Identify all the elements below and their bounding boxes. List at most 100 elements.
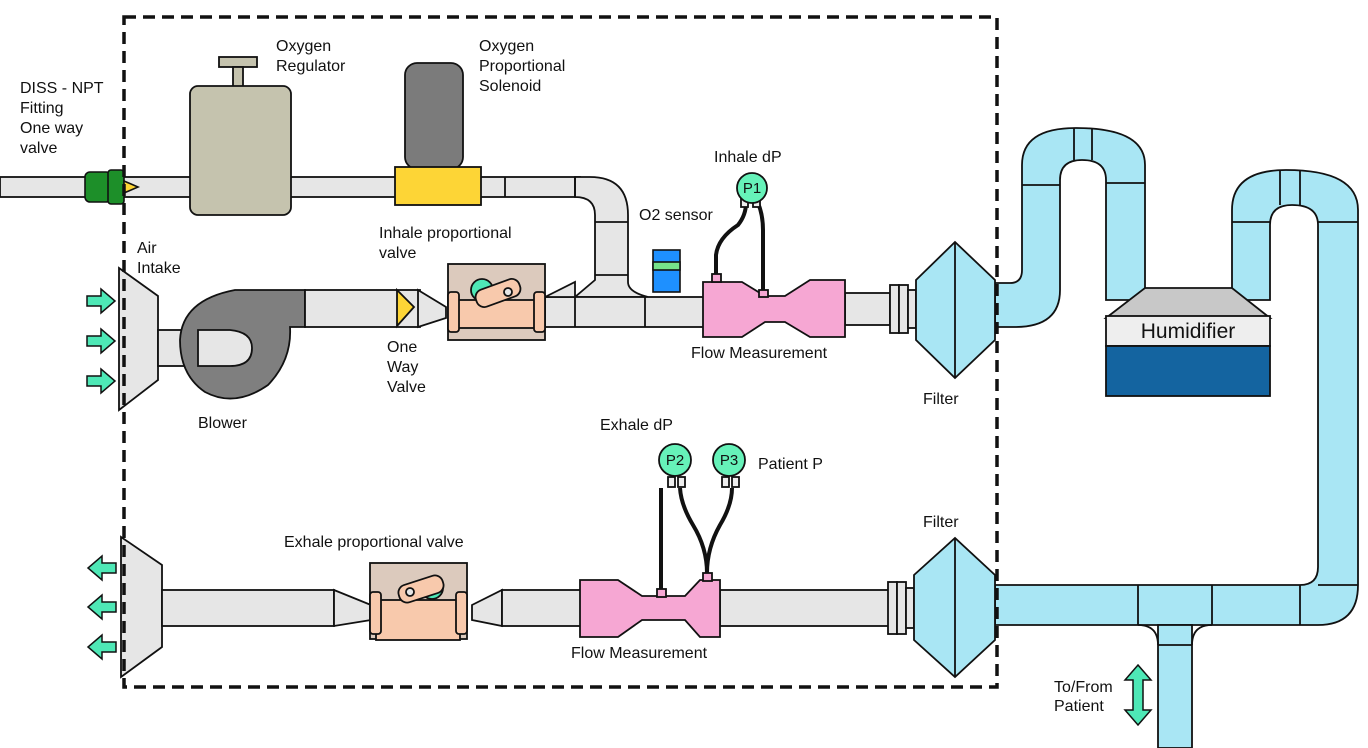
- valve-seat: [375, 599, 461, 641]
- filter-flange: [896, 581, 907, 635]
- oxygen-bend: [572, 176, 649, 298]
- pressure-tap: [702, 572, 713, 582]
- exhale-pipe-reducer: [471, 588, 503, 628]
- pressure-tap: [711, 273, 722, 283]
- gauge-p1-label: P1: [743, 180, 761, 197]
- gauge-p3-label: P3: [720, 452, 738, 469]
- valve-seat-post: [533, 291, 546, 333]
- one-way-valve-label: One Way Valve: [387, 339, 426, 396]
- intake-arrow-icon: [86, 287, 117, 315]
- inhale-line: [118, 266, 917, 412]
- filter-inhale-label: Filter: [923, 391, 959, 408]
- oxygen-regulator-label: Oxygen Regulator: [276, 38, 346, 75]
- gauge-p2: [658, 443, 692, 477]
- sense-tube: [705, 487, 734, 574]
- inhale-pipe-reducer: [417, 288, 447, 329]
- valve-pin: [405, 587, 415, 597]
- bidirectional-arrow-icon: [1123, 663, 1153, 727]
- exhale-pipe-reducer: [333, 588, 372, 628]
- diss-fitting: [84, 169, 141, 205]
- valve-seat-post: [369, 591, 382, 635]
- o2-sensor-body: [652, 249, 681, 293]
- filter-flange-neck: [907, 289, 917, 329]
- inhale-pipe-c: [844, 292, 891, 326]
- exhaust-arrow-icon: [86, 593, 117, 621]
- patient-circuit: [994, 127, 1359, 748]
- pressure-tap: [758, 289, 769, 298]
- one-way-valve-icon: [396, 287, 416, 329]
- valve-seat-post: [447, 291, 460, 333]
- sense-tube: [678, 487, 709, 574]
- valve-disc: [474, 278, 522, 308]
- exhale-line: [120, 535, 915, 679]
- exhaust-funnel: [120, 535, 163, 679]
- fitting-body: [107, 169, 125, 205]
- exhale-flow-meter: [579, 443, 746, 638]
- patient-tube-return: [994, 169, 1359, 626]
- gauge-port: [677, 476, 686, 488]
- filter-flange-neck: [905, 587, 915, 629]
- patient-tube-inhale-bend: [994, 127, 1146, 328]
- patient-tee-branch: [1157, 624, 1193, 748]
- gauge-p3: [712, 443, 746, 477]
- to-from-patient-label: To/From Patient: [1054, 679, 1117, 715]
- flow-measurement-exhale-label: Flow Measurement: [571, 645, 708, 662]
- flow-measurement-inhale-label: Flow Measurement: [691, 345, 828, 362]
- gauge-port: [667, 476, 676, 488]
- filter-exhale-label: Filter: [923, 514, 959, 531]
- valve-seat-post: [455, 591, 468, 635]
- regulator-body: [189, 85, 292, 216]
- inhale-prop-valve-label: Inhale proportional valve: [379, 225, 516, 262]
- oxygen-solenoid-label: Oxygen Proportional Solenoid: [479, 38, 570, 95]
- humidifier: Humidifier: [1103, 287, 1273, 397]
- exhale-prop-valve-label: Exhale proportional valve: [284, 534, 464, 551]
- exhale-dp-label: Exhale dP: [600, 417, 673, 434]
- humidifier-label: Humidifier: [1141, 320, 1236, 343]
- gauge-p1: [736, 172, 768, 204]
- flow-meter-venturi: [579, 579, 721, 638]
- regulator-knob: [218, 56, 258, 68]
- o2-sensor-label: O2 sensor: [639, 207, 713, 224]
- gauge-port: [721, 476, 730, 488]
- labels: DISS - NPT Fitting One way valve Oxygen …: [20, 38, 1117, 715]
- valve-pin: [503, 287, 513, 297]
- regulator-stem: [232, 66, 244, 88]
- inhale-proportional-valve: [447, 263, 546, 341]
- ventilator-enclosure: [122, 15, 999, 689]
- flow-meter-venturi: [702, 279, 846, 338]
- intake-arrows: [86, 287, 117, 395]
- intake-arrow-icon: [86, 327, 117, 355]
- exhale-filter: [913, 536, 996, 679]
- humidifier-water: [1105, 345, 1271, 397]
- filter-flange: [889, 284, 900, 334]
- sense-tube: [714, 202, 748, 274]
- solenoid-valve-body: [394, 166, 482, 206]
- intake-arrow-icon: [86, 367, 117, 395]
- exhaust-arrows: [86, 554, 117, 661]
- filter-flange: [898, 284, 909, 334]
- blower-inner: [197, 329, 253, 367]
- gauge-port: [731, 476, 740, 488]
- o2-sensor: [652, 249, 681, 293]
- exhale-pipe-b: [501, 589, 583, 627]
- inhale-filter: [915, 240, 996, 380]
- oxygen-solenoid: [394, 62, 482, 206]
- inhale-pipe-reducer: [544, 280, 576, 298]
- diss-fitting-label: DISS - NPT Fitting One way valve: [20, 80, 108, 157]
- filter-flange: [887, 581, 898, 635]
- exhale-pipe-a: [161, 589, 335, 627]
- fitting-nut: [84, 171, 112, 203]
- gauge-p2-label: P2: [666, 452, 684, 469]
- valve-seat: [454, 299, 538, 329]
- exhale-proportional-valve: [369, 562, 468, 641]
- pressure-tap: [656, 588, 667, 598]
- solenoid-coil: [404, 62, 464, 170]
- inhale-dp-label: Inhale dP: [714, 149, 782, 166]
- inhale-flow-meter: [702, 172, 846, 338]
- tube-joint: [1137, 624, 1213, 646]
- air-intake-funnel: [118, 266, 159, 412]
- patient-p-label: Patient P: [758, 456, 823, 473]
- inhale-pipe-b: [544, 296, 706, 328]
- sense-tube: [756, 202, 765, 290]
